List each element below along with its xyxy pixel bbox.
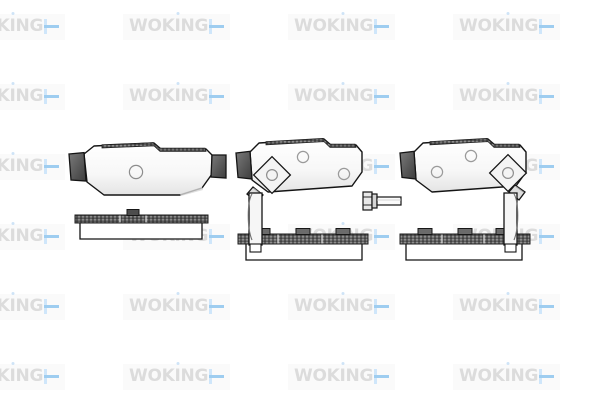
- brake-pad-left-plain: [60, 130, 230, 212]
- retainer-bracket-left: [234, 188, 374, 268]
- backing-plate: [62, 204, 222, 246]
- retainer-bracket-right: [396, 188, 536, 268]
- guide-bolt: [358, 186, 408, 220]
